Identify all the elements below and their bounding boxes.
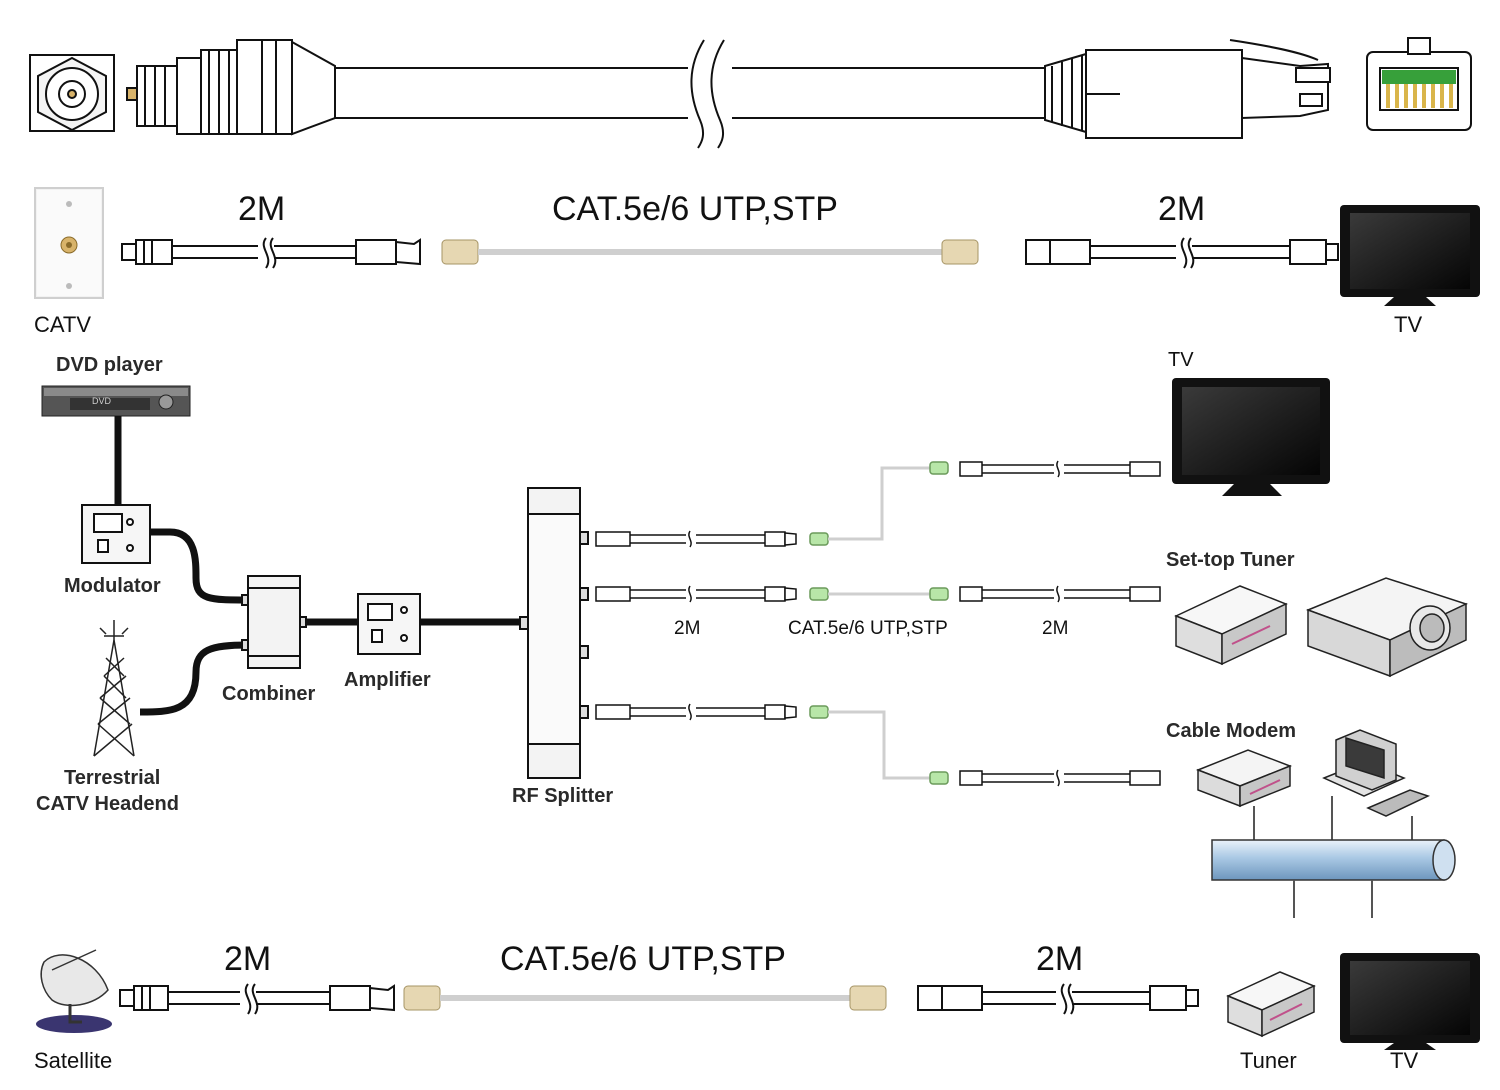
bottom-cable-type-label: CAT.5e/6 UTP,STP (500, 940, 786, 978)
modulator-icon (81, 504, 151, 564)
utp-cable-icon (441, 239, 979, 265)
cable-modem-icon (1195, 749, 1293, 808)
row2-left-length-label: 2M (238, 190, 286, 228)
dvd-player-label: DVD player (56, 354, 163, 376)
rf-splitter-icon (519, 487, 589, 779)
tv-label: TV (1390, 1048, 1419, 1073)
row2-cable-type-label: CAT.5e/6 UTP,STP (552, 190, 838, 228)
bottom-right-length-label: 2M (1036, 940, 1084, 978)
satellite-label: Satellite (34, 1048, 113, 1073)
tv-icon (1340, 205, 1480, 306)
coax-cable-right-icon (1025, 237, 1339, 269)
tv-label: TV (1394, 312, 1423, 337)
headend-label-line2: CATV Headend (36, 793, 179, 815)
combiner-label: Combiner (222, 683, 316, 705)
catv-label: CATV (34, 312, 92, 337)
branch-left-length-label: 2M (674, 618, 701, 639)
f-jack-face-icon (29, 54, 115, 132)
tuner-label: Tuner (1240, 1048, 1297, 1073)
cable-modem-label: Cable Modem (1166, 720, 1297, 742)
row-satellite-to-tv (36, 949, 1480, 1050)
rf-splitter-label: RF Splitter (512, 785, 614, 807)
computer-icon (1322, 729, 1431, 817)
tv-icon (1340, 953, 1480, 1050)
combiner-icon (241, 575, 307, 669)
dvd-player-icon (41, 385, 191, 417)
bottom-left-length-label: 2M (224, 940, 272, 978)
modulator-label: Modulator (64, 575, 161, 597)
coax-cable-left-icon (121, 237, 421, 269)
distribution-network (41, 378, 1469, 918)
rj45-plug-icon (1044, 39, 1331, 139)
tv-icon (1172, 378, 1330, 496)
dvd-badge-label: DVD (92, 396, 112, 406)
set-top-tuner-icon (1174, 585, 1288, 666)
projector-icon (1305, 577, 1469, 678)
f-connector-plug-icon (126, 39, 336, 136)
headend-label-line1: Terrestrial (64, 767, 161, 789)
satellite-dish-icon (36, 949, 112, 1033)
tuner-icon (1226, 971, 1316, 1038)
catv-wall-plate-icon (34, 187, 104, 299)
branch-right-length-label: 2M (1042, 618, 1069, 639)
network-backbone-icon (1211, 796, 1456, 918)
row2-right-length-label: 2M (1158, 190, 1206, 228)
amplifier-icon (357, 593, 421, 655)
row2-catv-to-tv (34, 187, 1480, 306)
branch-cable-type-label: CAT.5e/6 UTP,STP (788, 618, 948, 639)
amplifier-label: Amplifier (344, 669, 431, 691)
large-coax-to-rj45-cable (29, 37, 1472, 149)
set-top-tuner-label: Set-top Tuner (1166, 549, 1295, 571)
tv-label: TV (1168, 349, 1194, 371)
antenna-tower-icon (93, 620, 135, 757)
rj45-jack-face-icon (1366, 37, 1472, 131)
